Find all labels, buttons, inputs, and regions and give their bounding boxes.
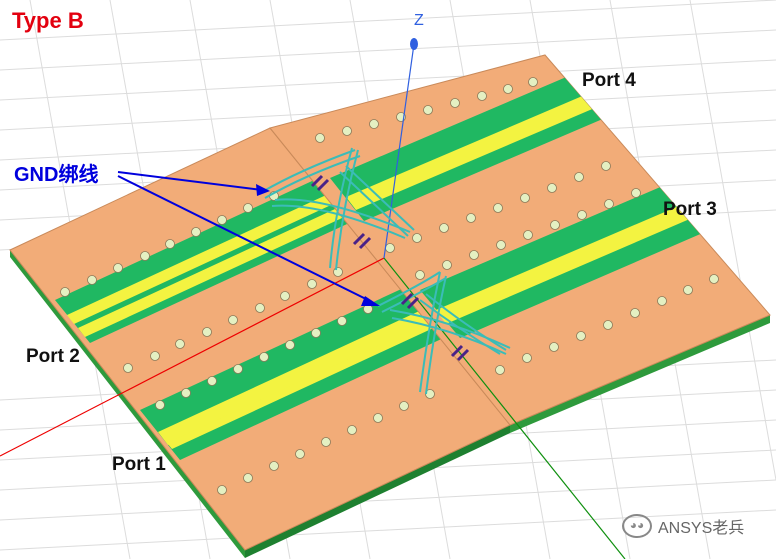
capacitor-components <box>310 174 470 362</box>
coordinate-axes <box>0 38 626 559</box>
watermark-text: ANSYS老兵 <box>658 520 745 537</box>
via-holes <box>60 77 719 495</box>
annotation-arrows <box>117 171 380 306</box>
port-1-label: Port 1 <box>112 454 166 475</box>
bondwire-group-top <box>261 147 415 271</box>
watermark: ◕◕ ANSYS老兵 <box>622 514 744 538</box>
wechat-icon: ◕◕ <box>622 514 652 538</box>
port-2-label: Port 2 <box>26 346 80 367</box>
right-board[interactable] <box>269 54 771 433</box>
port-4-label: Port 4 <box>582 70 636 91</box>
right-strips <box>330 72 705 338</box>
gnd-bondwire-annotation: GND绑线 <box>14 164 99 186</box>
bondwire-group-bottom <box>377 271 511 395</box>
port-3-label: Port 3 <box>663 199 717 220</box>
diagram-title: Type B <box>12 8 84 33</box>
z-axis-label: Z <box>414 12 424 29</box>
left-strips <box>55 175 450 460</box>
